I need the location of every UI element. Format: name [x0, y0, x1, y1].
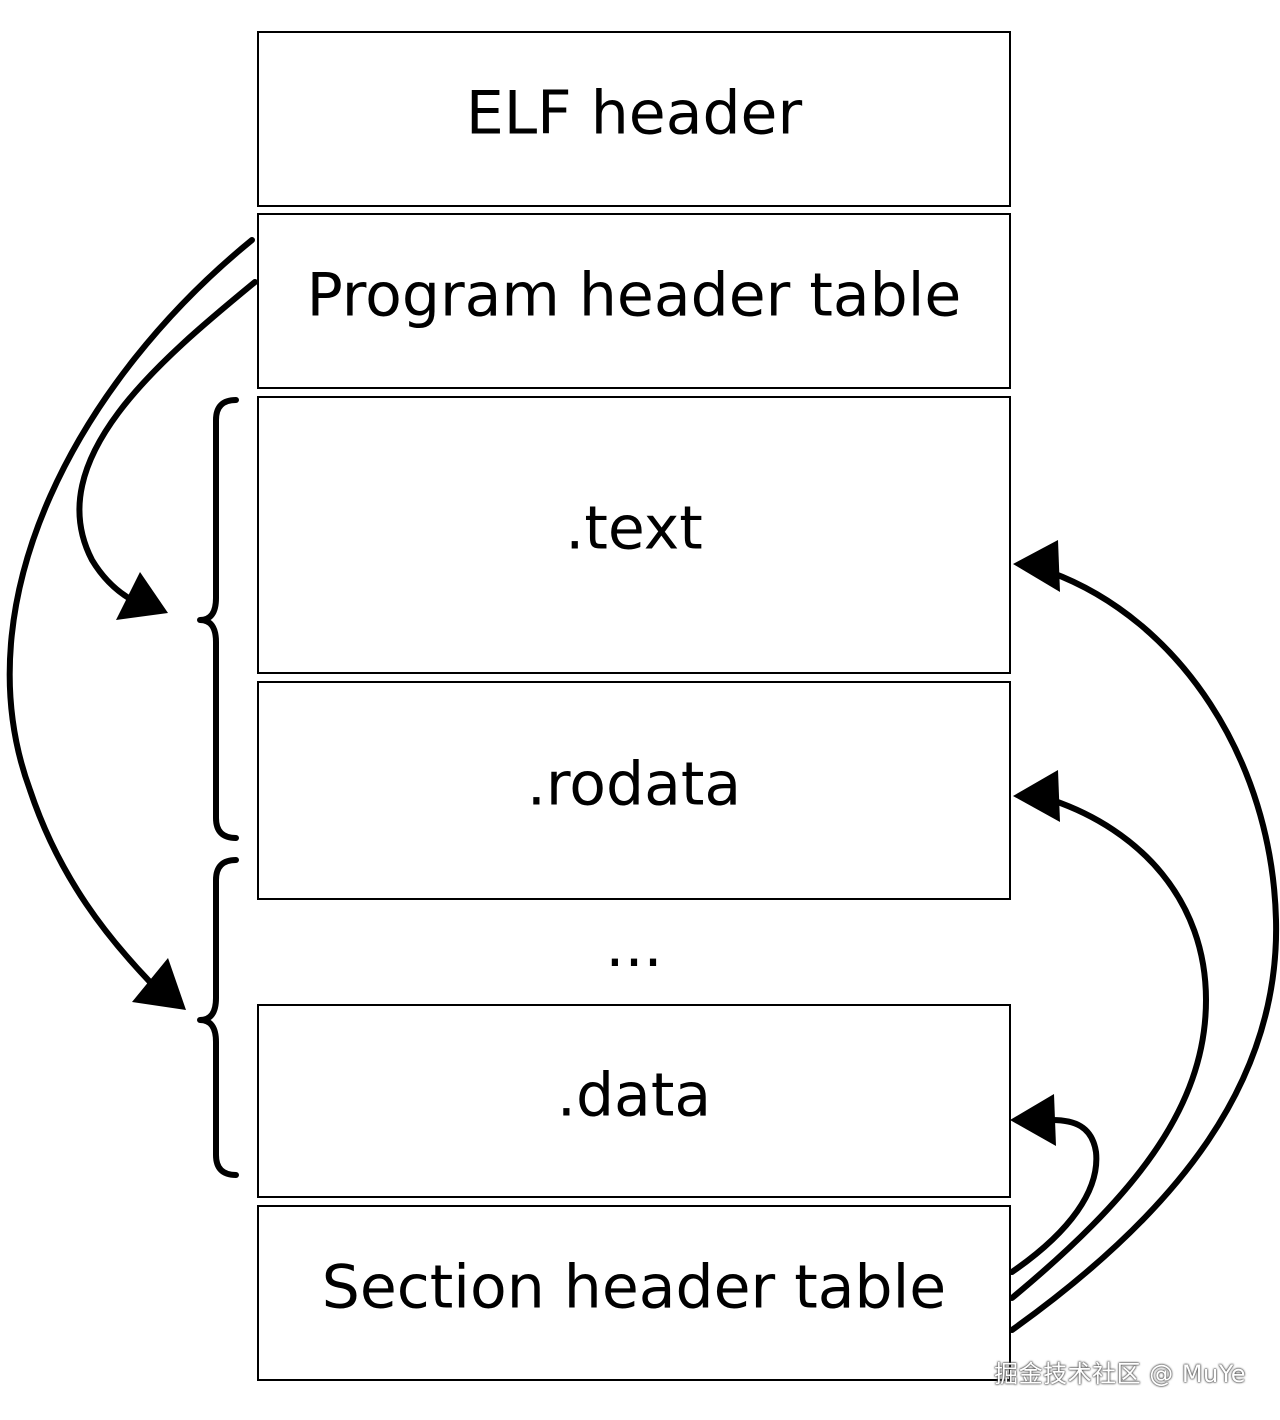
- block-elf-header: ELF header: [257, 31, 1011, 207]
- segment-brace-upper: [197, 397, 239, 841]
- section-header-arrowhead-text: [1013, 540, 1060, 592]
- section-header-arrowhead-data: [1010, 1094, 1056, 1146]
- section-header-arrow-to-data: [1009, 1117, 1100, 1275]
- program-header-arrowhead-outer: [132, 958, 186, 1010]
- block-rodata: .rodata: [257, 681, 1011, 900]
- watermark-text: 掘金技术社区 @ MuYe: [994, 1360, 1246, 1388]
- program-header-arrow-inner: [76, 279, 258, 603]
- section-header-arrowhead-rodata: [1013, 770, 1060, 822]
- block-label-data: .data: [557, 1061, 711, 1131]
- block-data: .data: [257, 1004, 1011, 1198]
- block-label-elf-header: ELF header: [466, 79, 803, 149]
- section-header-arrow-to-text: [1009, 569, 1280, 1333]
- block-label-section-header-table: Section header table: [322, 1253, 946, 1323]
- ellipsis-label: ...: [605, 911, 662, 981]
- program-header-arrowhead-inner: [116, 572, 168, 620]
- block-program-header-table: Program header table: [257, 213, 1011, 389]
- block-label-program-header-table: Program header table: [307, 261, 962, 331]
- block-label-rodata: .rodata: [527, 750, 741, 820]
- section-header-arrow-to-rodata: [1009, 797, 1209, 1301]
- block-section-header-table: Section header table: [257, 1205, 1011, 1381]
- program-header-arrow-outer: [6, 237, 255, 985]
- segment-brace-lower: [197, 857, 239, 1178]
- block-text: .text: [257, 396, 1011, 674]
- block-label-text: .text: [565, 494, 703, 564]
